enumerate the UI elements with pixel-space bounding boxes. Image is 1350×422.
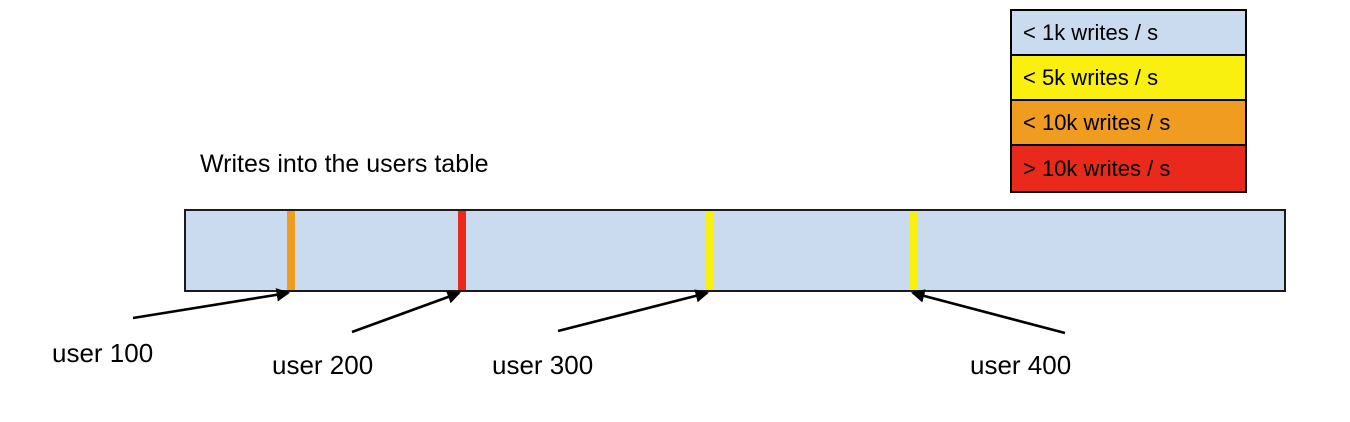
callout-user-200-label: user 200 — [272, 350, 374, 380]
write-rate-legend: < 1k writes / s < 5k writes / s < 10k writ… — [1010, 9, 1247, 193]
callout-user-300-arrow — [557, 289, 710, 333]
legend-row-3: < 10k writes / s — [1012, 101, 1245, 146]
users-table-keyspace-bar — [184, 209, 1286, 292]
legend-row-label: < 10k writes / s — [1023, 109, 1171, 135]
callout-user-400-arrow — [910, 289, 1066, 335]
legend-row-4: > 10k writes / s — [1012, 146, 1245, 191]
stripe-user-400 — [909, 211, 917, 290]
legend-row-2: < 5k writes / s — [1012, 56, 1245, 101]
legend-row-1: < 1k writes / s — [1012, 11, 1245, 56]
legend-row-label: < 5k writes / s — [1023, 64, 1159, 90]
callout-user-200-arrow — [351, 290, 461, 334]
callout-user-100-label: user 100 — [52, 338, 154, 368]
callout-user-100-arrow — [132, 288, 291, 320]
stripe-user-200 — [458, 211, 466, 290]
legend-row-label: < 1k writes / s — [1023, 19, 1159, 45]
chart-title: Writes into the users table — [200, 150, 489, 178]
stripe-user-300 — [706, 211, 714, 290]
callout-user-400-label: user 400 — [970, 350, 1072, 380]
callout-user-300-label: user 300 — [492, 350, 594, 380]
legend-row-label: > 10k writes / s — [1023, 155, 1171, 181]
stripe-user-100 — [287, 211, 295, 290]
